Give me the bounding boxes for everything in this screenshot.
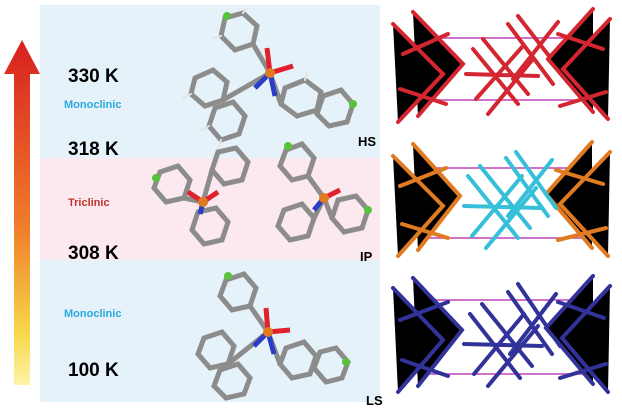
hs-molecule-structure — [182, 8, 357, 148]
ls-state-label: LS — [366, 393, 383, 408]
ip-molecule-b-structure — [275, 141, 372, 243]
temp-318-label: 318 K — [68, 139, 119, 160]
temperature-gradient-arrow — [4, 40, 40, 385]
hs-lattice-packing — [391, 7, 612, 124]
ls-lattice-packing — [391, 274, 612, 394]
monoclinic-hs-band — [40, 5, 380, 158]
ip-molecule-a-structure — [151, 145, 251, 247]
temp-100-label: 100 K — [68, 360, 119, 381]
phase-top-label: Monoclinic — [64, 99, 122, 111]
phase-middle-label: Triclinic — [68, 197, 110, 209]
hs-state-label: HS — [358, 134, 377, 149]
ls-molecule-structure — [195, 271, 351, 401]
ip-lattice-packing — [391, 140, 612, 258]
temp-330-label: 330 K — [68, 66, 119, 87]
ip-state-label: IP — [360, 249, 373, 264]
phase-bottom-label: Monoclinic — [64, 308, 122, 320]
temp-308-label: 308 K — [68, 243, 119, 264]
